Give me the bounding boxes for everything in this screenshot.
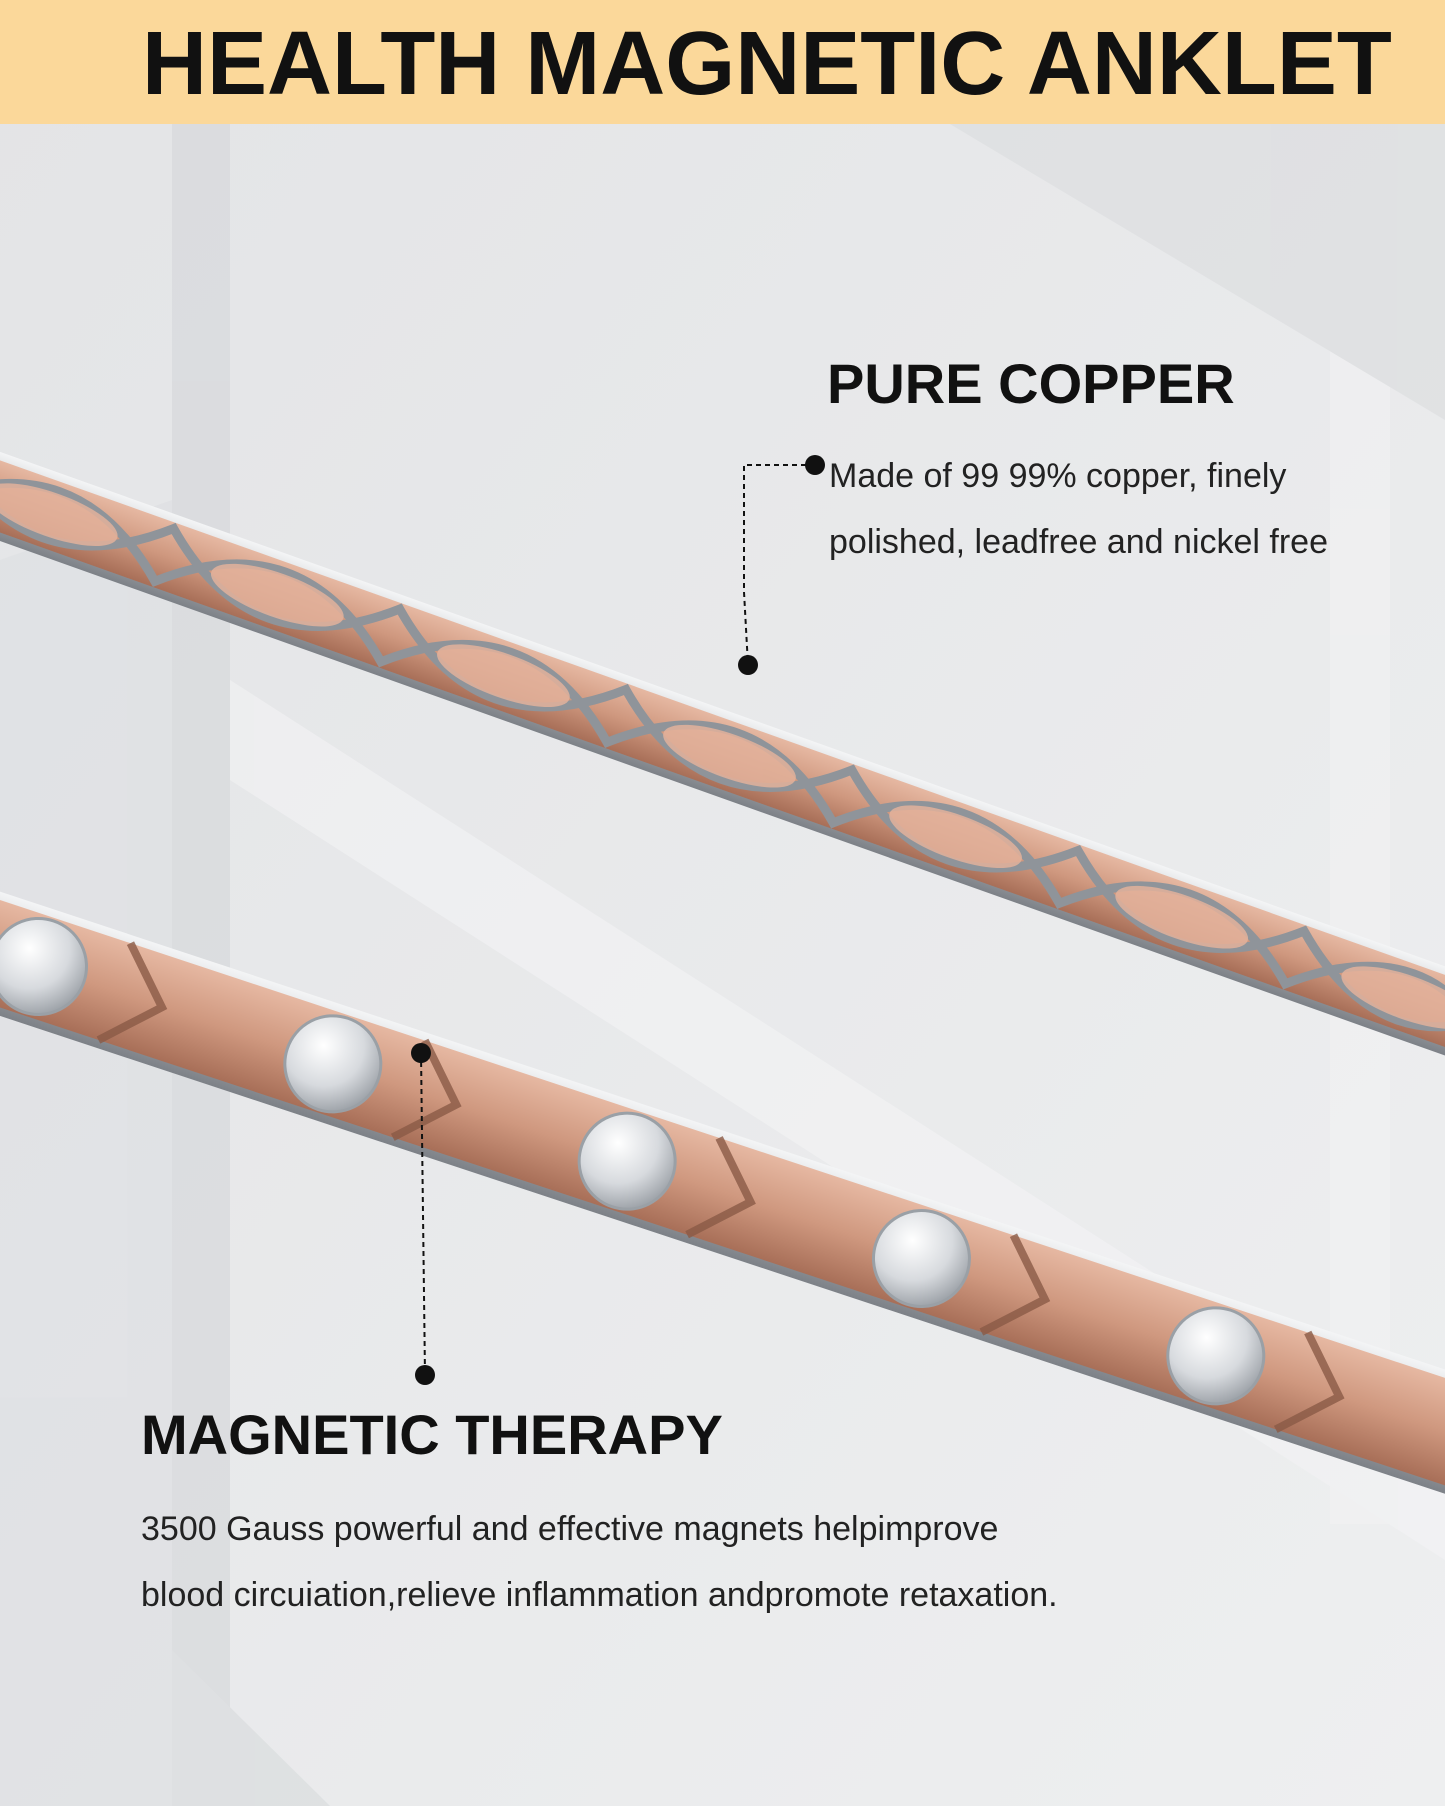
copper-bracelet — [0, 430, 1445, 1060]
magnetic-therapy-line-1: 3500 Gauss powerful and effective magnet… — [141, 1510, 999, 1548]
magnetic-therapy-line-2: blood circuiation,relieve inflammation a… — [141, 1576, 1058, 1614]
page-title: HEALTH MAGNETIC ANKLET — [142, 14, 1392, 114]
pure-copper-line-2: polished, leadfree and nickel free — [829, 523, 1328, 561]
pure-copper-line-1: Made of 99 99% copper, finely — [829, 457, 1287, 495]
magnetic-therapy-description: 3500 Gauss powerful and effective magnet… — [141, 1496, 1341, 1628]
magnet-discs — [0, 916, 1266, 1406]
magnetic-bracelet — [0, 872, 1445, 1497]
copper-callout-line — [738, 455, 825, 675]
magnetic-callout-line — [411, 1043, 435, 1385]
title-banner: HEALTH MAGNETIC ANKLET — [0, 0, 1445, 124]
magnetic-therapy-heading: MAGNETIC THERAPY — [141, 1403, 723, 1466]
pure-copper-description: Made of 99 99% copper, finely polished, … — [829, 443, 1429, 575]
pure-copper-heading: PURE COPPER — [827, 352, 1235, 415]
